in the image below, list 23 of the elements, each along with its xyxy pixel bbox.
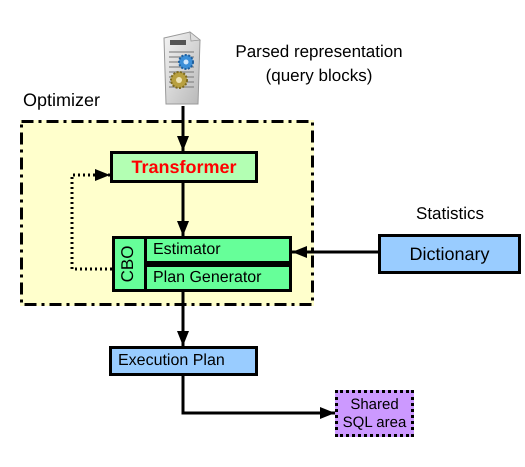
process-box: [144, 264, 292, 292]
group-heading: Optimizer: [23, 90, 100, 111]
process-box: [378, 234, 521, 274]
node-label: Shared SQL area: [342, 396, 408, 431]
node-label: CBO: [118, 246, 138, 282]
process-box: [110, 151, 258, 183]
arrow: [177, 183, 189, 236]
node-label: Estimator: [153, 241, 221, 259]
group-box: [112, 236, 292, 292]
arrow: [292, 246, 378, 258]
node-label: Execution Plan: [118, 352, 225, 370]
arrow: [177, 106, 189, 151]
process-box: [109, 346, 258, 376]
node-label: Dictionary: [409, 244, 490, 264]
process-box: [144, 236, 292, 264]
storage-box: [335, 390, 414, 437]
caption-text: Parsed representation (query blocks): [234, 41, 404, 87]
arrow: [70, 169, 112, 270]
arrow: [177, 292, 189, 346]
node-label: Transformer: [131, 156, 237, 178]
arrow: [182, 376, 335, 419]
node-label: Plan Generator: [153, 269, 262, 287]
caption-text: Statistics: [414, 203, 486, 225]
